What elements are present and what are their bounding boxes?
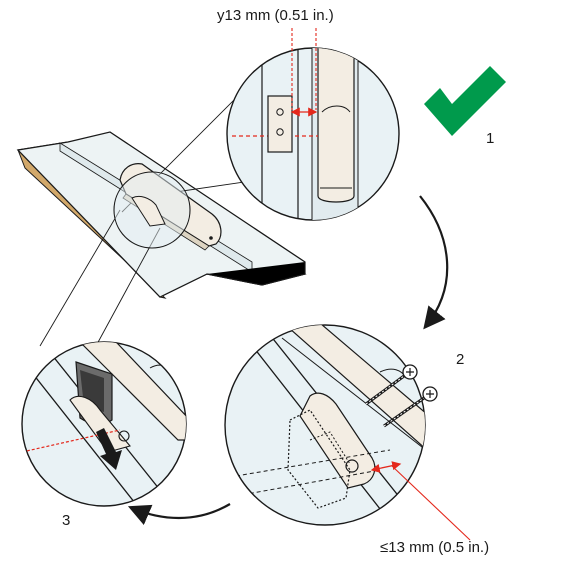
dimension-leader-bottom [391, 465, 471, 541]
step-number-3: 3 [62, 512, 71, 529]
dimension-lines-top [291, 28, 317, 110]
detail-circle-2 [224, 324, 438, 526]
step-number-2: 2 [456, 351, 465, 368]
dimension-label-bottom: ≤13 mm (0.5 in.) [380, 539, 490, 556]
step-number-1: 1 [486, 130, 495, 147]
screw-icon [383, 386, 438, 428]
screw-icon [365, 364, 418, 406]
push-down-arrow-icon [96, 428, 122, 470]
curved-arrow-icon [419, 195, 449, 330]
curved-arrow-icon [127, 503, 231, 526]
dimension-label-top: y13 mm (0.51 in.) [217, 7, 334, 24]
detail-circle-1 [226, 47, 400, 221]
detail-circle-3 [21, 341, 187, 507]
green-checkmark-icon [424, 66, 506, 136]
